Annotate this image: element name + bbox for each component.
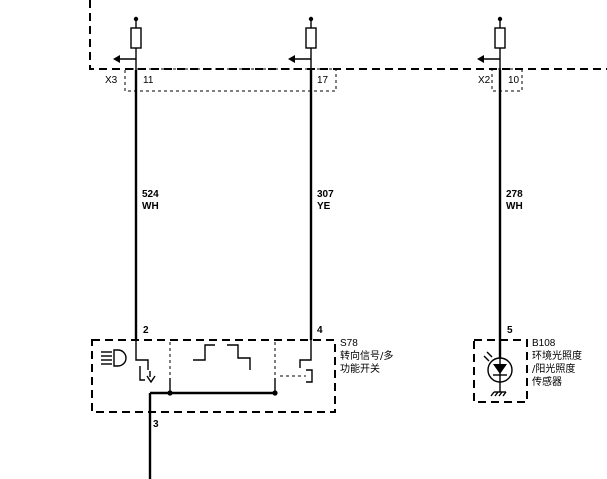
s78-id: S78: [340, 338, 358, 349]
s78-name-line2: 功能开关: [340, 362, 380, 375]
module-housing-outline: [89, 0, 607, 70]
wire-524-circuit: 524: [142, 189, 159, 200]
connector-x3-box: [124, 68, 337, 92]
s78-component-box: [91, 339, 336, 413]
pin-s78-4-label: 4: [317, 325, 323, 336]
switch-contact-left: [135, 340, 156, 384]
pin-x3-11-label: 11: [143, 75, 154, 86]
pin-x3-17-label: 17: [317, 75, 329, 86]
switch-contact-right: [280, 340, 313, 383]
photodiode-sensor-icon: [483, 340, 513, 397]
wire-307-color: YE: [317, 201, 331, 212]
wire-278-color: WH: [506, 201, 523, 212]
fuse-symbol-3: [477, 16, 506, 70]
fuse-symbol-1: [113, 16, 142, 70]
b108-name-line2: /阳光照度: [532, 362, 575, 375]
fuse-symbol-2: [288, 16, 317, 70]
switch-common-bus: [148, 378, 278, 479]
headlamp-icon: [101, 349, 127, 367]
s78-name-line1: 转向信号/多: [340, 349, 393, 362]
wire-278-circuit: 278: [506, 189, 523, 200]
switch-contact-middle: [193, 344, 251, 370]
connector-x2-label: X2: [478, 75, 491, 86]
b108-id: B108: [532, 338, 556, 349]
wire-307-circuit: 307: [317, 189, 334, 200]
b108-name-line3: 传感器: [532, 375, 562, 388]
pin-s78-2-label: 2: [143, 325, 149, 336]
connector-x3-label: X3: [105, 75, 118, 86]
connector-x2-box: [491, 68, 523, 92]
pin-x2-10-label: 10: [508, 75, 520, 86]
b108-name-line1: 环境光照度: [532, 349, 582, 362]
wire-524-color: WH: [142, 201, 159, 212]
pin-b108-5-label: 5: [507, 325, 513, 336]
pin-s78-3-label: 3: [153, 419, 159, 430]
